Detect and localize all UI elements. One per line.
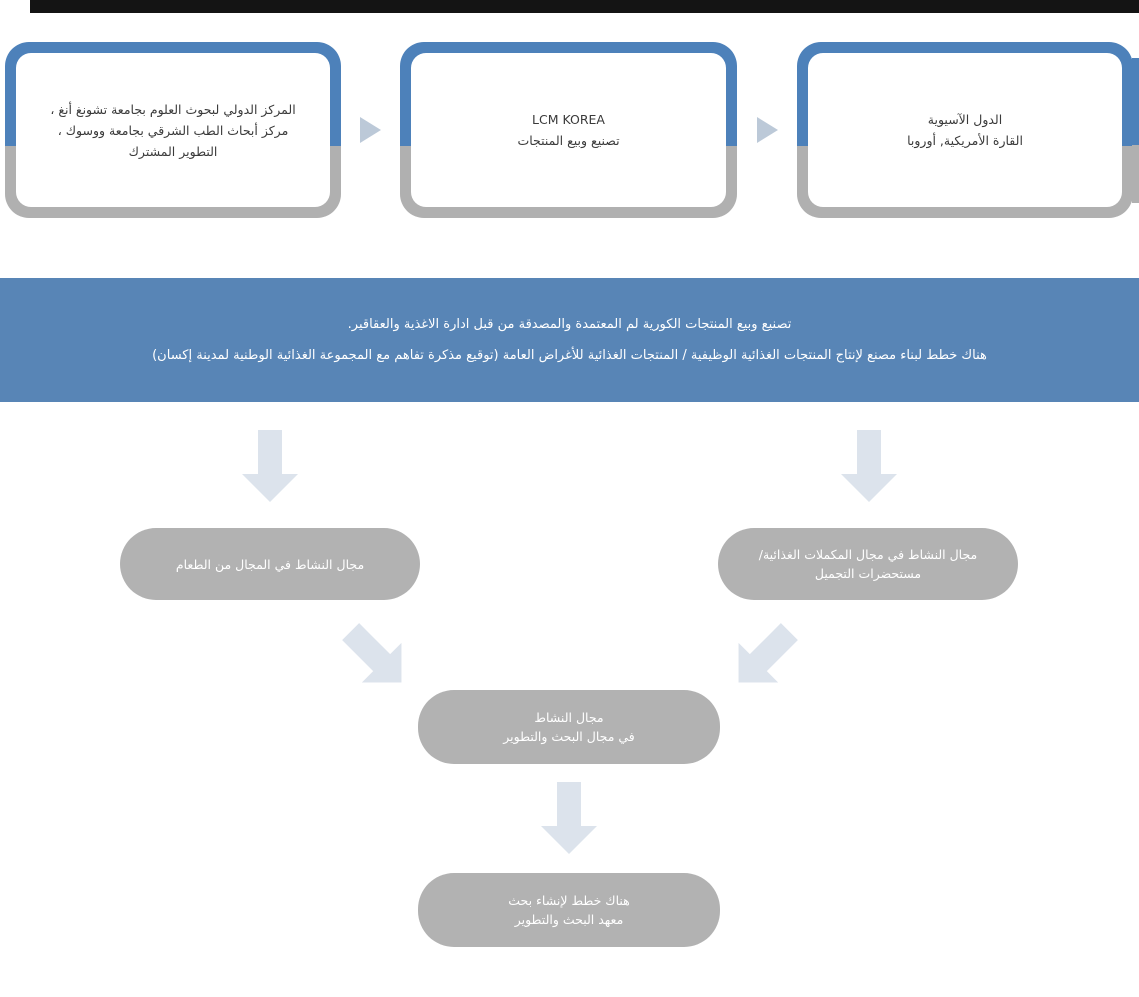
right-arrow-icon bbox=[757, 117, 778, 143]
flow-box-institute: هناك خطط لإنشاء بحث معهد البحث والتطوير bbox=[418, 873, 720, 947]
flow-box-food-line: مجال النشاط في المجال من الطعام bbox=[175, 556, 365, 572]
partner-box-line: التطوير المشترك bbox=[128, 143, 218, 159]
down-left-arrow-icon bbox=[719, 612, 810, 703]
markets-box-line: الدول الآسيوية bbox=[927, 112, 1003, 127]
banner-line-1: تصنيع وبيع المنتجات الكورية لم المعتمدة … bbox=[347, 316, 792, 332]
down-right-arrow-icon bbox=[331, 612, 422, 703]
flow-box-rnd-line: مجال النشاط bbox=[534, 710, 604, 725]
flow-box-supplements: مجال النشاط في مجال المكملات الغذائية/ م… bbox=[718, 528, 1018, 600]
right-arrow-icon bbox=[360, 117, 381, 143]
company-box: LCM KOREA تصنيع وبيع المنتجات bbox=[400, 42, 737, 218]
partner-box-line: مركز أبحاث الطب الشرقي بجامعة ووسوك ، bbox=[57, 122, 289, 138]
flow-box-rnd: مجال النشاط في مجال البحث والتطوير bbox=[418, 690, 720, 764]
flow-box-institute-line: معهد البحث والتطوير bbox=[514, 912, 624, 927]
company-box-content: LCM KOREA تصنيع وبيع المنتجات bbox=[411, 53, 726, 207]
down-arrow-icon bbox=[541, 782, 597, 854]
markets-box-content: الدول الآسيوية القارة الأمريكية, أوروبا bbox=[808, 53, 1122, 207]
flow-box-food: مجال النشاط في المجال من الطعام bbox=[120, 528, 420, 600]
down-arrow-icon bbox=[841, 430, 897, 502]
partial-box-edge bbox=[1132, 58, 1139, 203]
company-role: تصنيع وبيع المنتجات bbox=[517, 133, 620, 148]
partner-box-line: المركز الدولي لبحوث العلوم بجامعة تشونغ … bbox=[50, 101, 296, 117]
markets-box-line: القارة الأمريكية, أوروبا bbox=[907, 133, 1023, 148]
top-black-bar bbox=[30, 0, 1139, 13]
flow-box-supplements-line: مستحضرات التجميل bbox=[814, 566, 922, 581]
markets-box: الدول الآسيوية القارة الأمريكية, أوروبا bbox=[797, 42, 1133, 218]
flow-box-institute-line: هناك خطط لإنشاء بحث bbox=[508, 893, 630, 908]
partner-box-content: المركز الدولي لبحوث العلوم بجامعة تشونغ … bbox=[16, 53, 330, 207]
certification-banner: تصنيع وبيع المنتجات الكورية لم المعتمدة … bbox=[0, 278, 1139, 402]
flow-box-rnd-line: في مجال البحث والتطوير bbox=[503, 729, 635, 744]
company-name: LCM KOREA bbox=[532, 112, 605, 127]
banner-line-2: هناك خطط لبناء مصنع لإنتاج المنتجات الغذ… bbox=[152, 347, 987, 363]
partner-box: المركز الدولي لبحوث العلوم بجامعة تشونغ … bbox=[5, 42, 341, 218]
flow-box-supplements-line: مجال النشاط في مجال المكملات الغذائية/ bbox=[758, 547, 978, 562]
down-arrow-icon bbox=[242, 430, 298, 502]
